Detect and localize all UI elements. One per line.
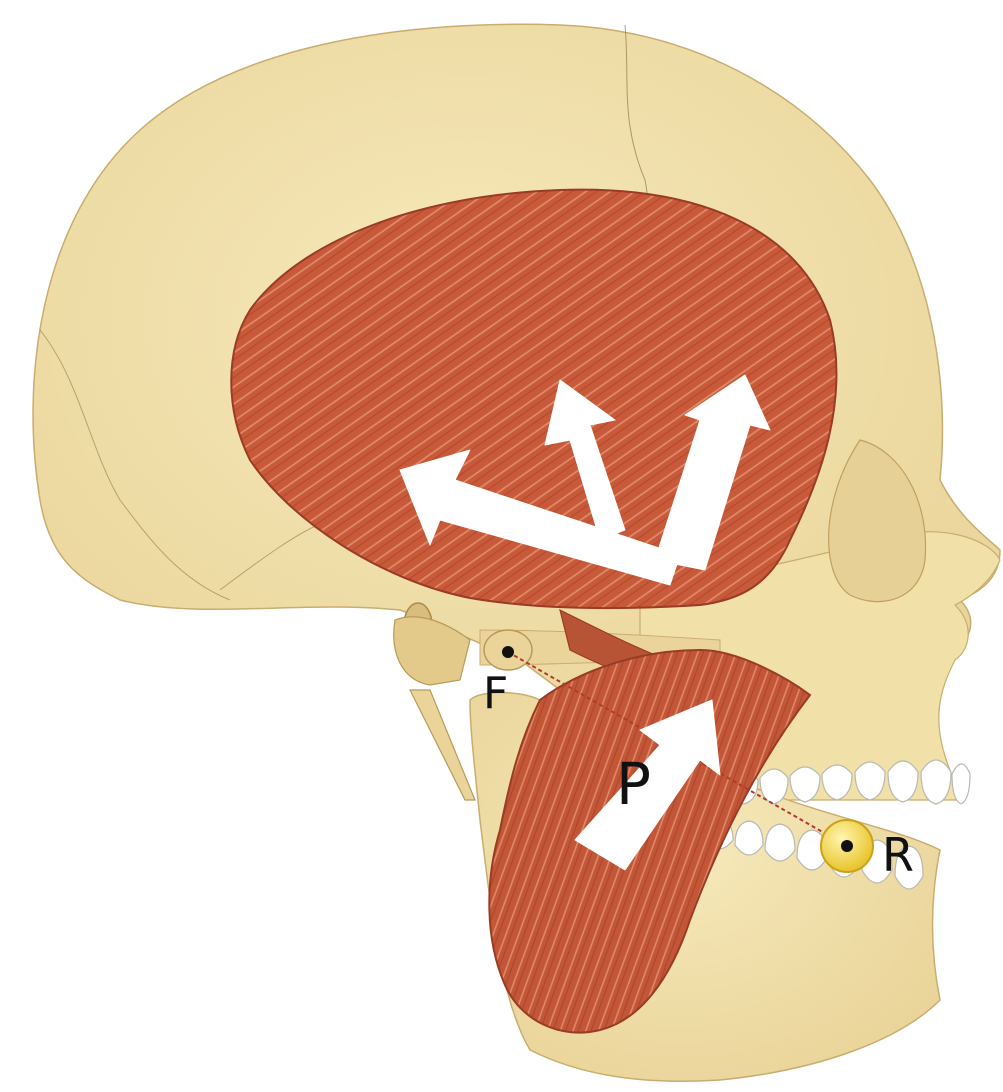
styloid-process: [410, 690, 475, 800]
resistance-label: R: [882, 832, 914, 878]
fulcrum-point: [502, 646, 514, 658]
power-label: P: [616, 755, 651, 813]
fulcrum-label: F: [483, 672, 508, 716]
resistance-center: [841, 840, 853, 852]
